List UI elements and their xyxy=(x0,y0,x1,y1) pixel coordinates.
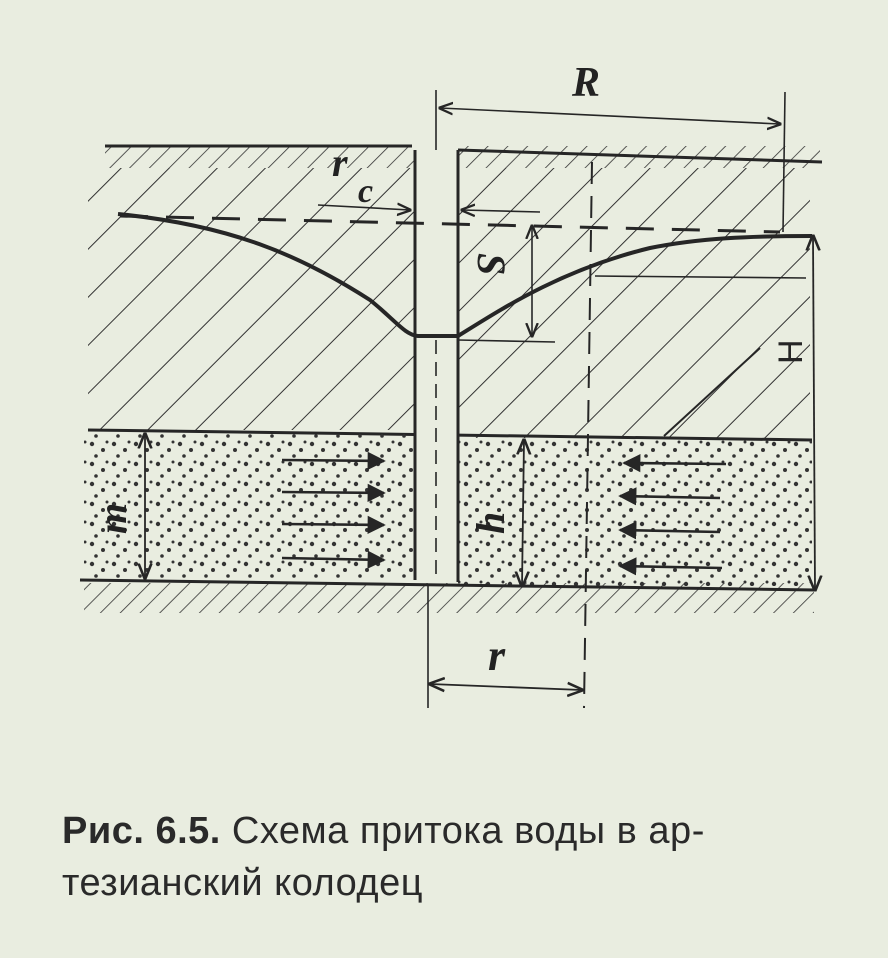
flow-arrows-left xyxy=(281,451,386,569)
static-level-dashed xyxy=(119,214,781,234)
label-rc-subscript: c xyxy=(358,173,373,210)
rc-arrow-right xyxy=(462,210,541,212)
bottom-boundary xyxy=(79,578,817,613)
label-R: R xyxy=(571,60,600,106)
ground-surface xyxy=(105,144,823,168)
drawdown-level xyxy=(457,339,556,343)
rc-arrow-left xyxy=(317,205,410,210)
radius-r-dashed xyxy=(583,161,593,709)
R-dimension-arrow xyxy=(440,108,780,124)
figure-number: Рис. 6.5. xyxy=(62,810,221,852)
h-dimension-arrow xyxy=(522,440,524,586)
label-S: S xyxy=(469,253,514,275)
r-dimension-arrow xyxy=(430,684,582,690)
depression-curve xyxy=(117,212,813,338)
caption-line2: тезианский колодец xyxy=(62,862,424,904)
H-dimension-arrow xyxy=(813,236,815,590)
label-rc: r xyxy=(332,140,348,185)
well-casing xyxy=(413,90,460,708)
label-r: r xyxy=(488,631,506,680)
label-m: m xyxy=(90,503,135,534)
flow-arrows-right xyxy=(618,454,727,576)
figure-caption: Рис. 6.5. Схема притока воды в ар- тезиа… xyxy=(62,805,862,909)
caption-line1: Схема притока воды в ар- xyxy=(231,810,705,852)
label-H: H xyxy=(772,339,810,364)
label-h: h xyxy=(468,512,513,534)
